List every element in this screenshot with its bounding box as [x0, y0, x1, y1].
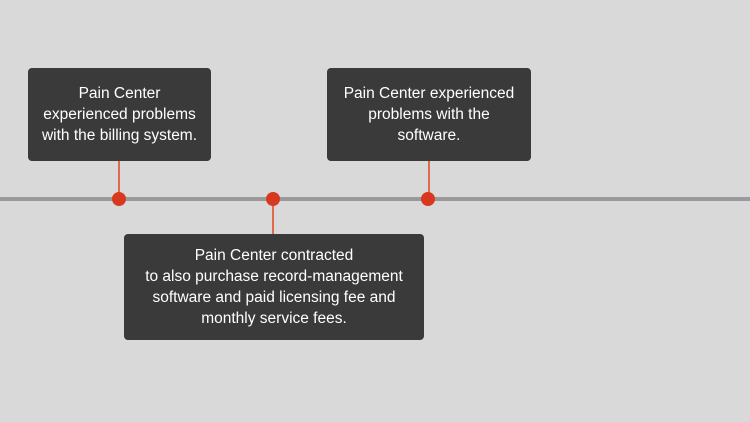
- event-marker-2: [266, 192, 280, 206]
- timeline-axis-line: [0, 197, 750, 201]
- event-text-1: Pain Center experienced problems with th…: [41, 85, 198, 144]
- event-marker-3: [421, 192, 435, 206]
- event-connector-2: [272, 199, 274, 234]
- event-text-2: Pain Center contracted to also purchase …: [145, 247, 403, 327]
- event-marker-1: [112, 192, 126, 206]
- event-connector-1: [118, 161, 120, 199]
- event-box-2: Pain Center contracted to also purchase …: [124, 234, 424, 340]
- event-text-3: Pain Center experienced problems with th…: [343, 85, 515, 144]
- event-box-1: Pain Center experienced problems with th…: [28, 68, 211, 161]
- event-box-3: Pain Center experienced problems with th…: [327, 68, 531, 161]
- event-connector-3: [428, 161, 430, 199]
